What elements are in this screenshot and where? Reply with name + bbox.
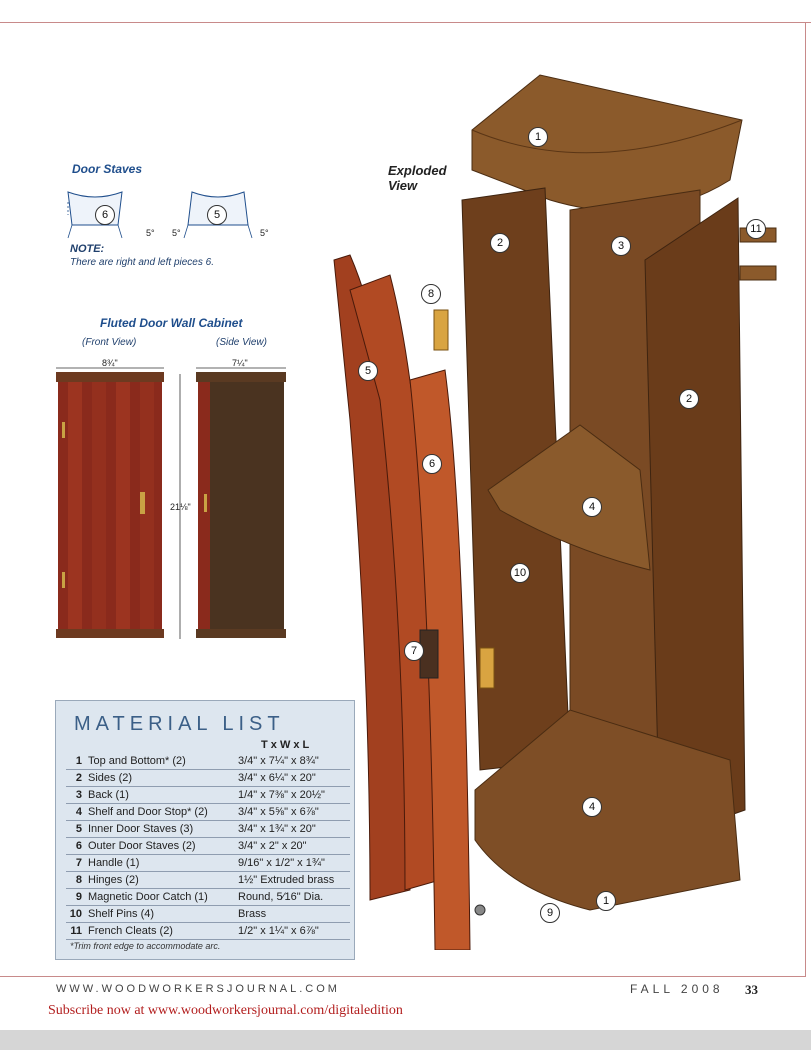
stave-angle-b-left: 5°: [172, 228, 181, 238]
material-row-part: Shelf Pins (4): [86, 905, 236, 923]
side-view-label: (Side View): [216, 337, 267, 348]
stave-callout-6: 6: [95, 205, 115, 225]
material-row-number: 5: [66, 820, 86, 838]
door-staves-diagram: [67, 191, 253, 239]
material-list-column-header: T x W x L: [261, 739, 310, 751]
material-list-footnote: *Trim front edge to accommodate arc.: [70, 941, 221, 951]
material-row-part: Outer Door Staves (2): [86, 837, 236, 855]
material-row-size: 3/4" x 1¾" x 20": [236, 820, 350, 838]
material-row-number: 6: [66, 837, 86, 855]
stave-angle-b-right: 5°: [260, 228, 269, 238]
exploded-view-drawing: [333, 74, 777, 950]
exploded-callout-1-bottom: 1: [596, 891, 616, 911]
exploded-callout-8-hinge: 8: [421, 284, 441, 304]
material-row-part: Top and Bottom* (2): [86, 753, 236, 770]
material-row-part: French Cleats (2): [86, 922, 236, 940]
material-row-size: 3/4" x 5⅝" x 6⅞": [236, 803, 350, 821]
cabinet-views-drawing: [56, 367, 286, 639]
material-row-number: 3: [66, 786, 86, 804]
exploded-callout-10-pins: 10: [510, 563, 530, 583]
cabinet-title: Fluted Door Wall Cabinet: [100, 316, 243, 330]
front-view-label: (Front View): [82, 337, 137, 348]
page-number: 33: [745, 982, 758, 997]
exploded-callout-9-catch: 9: [540, 903, 560, 923]
material-row-size: Brass: [236, 905, 350, 923]
material-row-size: 3/4" x 2" x 20": [236, 837, 350, 855]
material-list-title: MATERIAL LIST: [74, 713, 285, 735]
material-row-number: 9: [66, 888, 86, 906]
material-row-size: 3/4" x 7¼" x 8¾": [236, 753, 350, 770]
material-row-number: 8: [66, 871, 86, 889]
bottom-bar: [0, 1030, 811, 1050]
note-label: NOTE:: [70, 243, 105, 255]
material-row-number: 11: [66, 922, 86, 940]
exploded-callout-2-right: 2: [679, 389, 699, 409]
material-row-part: Inner Door Staves (3): [86, 820, 236, 838]
exploded-title-line1: Exploded: [388, 163, 447, 178]
material-row-part: Sides (2): [86, 769, 236, 787]
material-row-part: Magnetic Door Catch (1): [86, 888, 236, 906]
exploded-callout-4-shelf: 4: [582, 497, 602, 517]
footer-season: FALL 2008: [630, 982, 724, 996]
door-staves-title: Door Staves: [72, 162, 143, 176]
exploded-callout-6-outer-stave: 6: [422, 454, 442, 474]
stave-callout-5: 5: [207, 205, 227, 225]
exploded-callout-5-inner-stave: 5: [358, 361, 378, 381]
exploded-callout-3-back: 3: [611, 236, 631, 256]
material-row-number: 1: [66, 753, 86, 770]
material-row-size: 1/2" x 1¼" x 6⅞": [236, 922, 350, 940]
material-row-size: Round, 5⁄16" Dia.: [236, 888, 350, 906]
material-row-size: 3/4" x 6¼" x 20": [236, 769, 350, 787]
exploded-view-title: Exploded View: [388, 163, 447, 193]
material-row-part: Back (1): [86, 786, 236, 804]
exploded-callout-11-cleat: 11: [746, 219, 766, 239]
material-row-size: 9/16" x 1/2" x 1¾": [236, 854, 350, 872]
stave-angle-a: 5°: [146, 228, 155, 238]
right-rule: [805, 22, 806, 977]
material-row-number: 7: [66, 854, 86, 872]
material-row-number: 4: [66, 803, 86, 821]
exploded-callout-4-doorstop: 4: [582, 797, 602, 817]
material-row-part: Handle (1): [86, 854, 236, 872]
material-row-part: Shelf and Door Stop* (2): [86, 803, 236, 821]
material-row-number: 2: [66, 769, 86, 787]
note-text: There are right and left pieces 6.: [70, 257, 214, 268]
top-rule: [0, 22, 811, 23]
exploded-callout-7-handle: 7: [404, 641, 424, 661]
exploded-callout-2-left: 2: [490, 233, 510, 253]
material-row-size: 1½" Extruded brass: [236, 871, 350, 889]
side-width-dim: 7¼": [232, 358, 248, 368]
front-width-dim: 8¾": [102, 358, 118, 368]
exploded-title-line2: View: [388, 178, 418, 193]
footer-url: WWW.WOODWORKERSJOURNAL.COM: [56, 983, 340, 995]
material-row-part: Hinges (2): [86, 871, 236, 889]
subscribe-link[interactable]: Subscribe now at www.woodworkersjournal.…: [48, 1003, 403, 1018]
bottom-rule: [0, 976, 806, 977]
exploded-callout-1-top: 1: [528, 127, 548, 147]
material-row-number: 10: [66, 905, 86, 923]
material-row-size: 1/4" x 7⅜" x 20½": [236, 786, 350, 804]
